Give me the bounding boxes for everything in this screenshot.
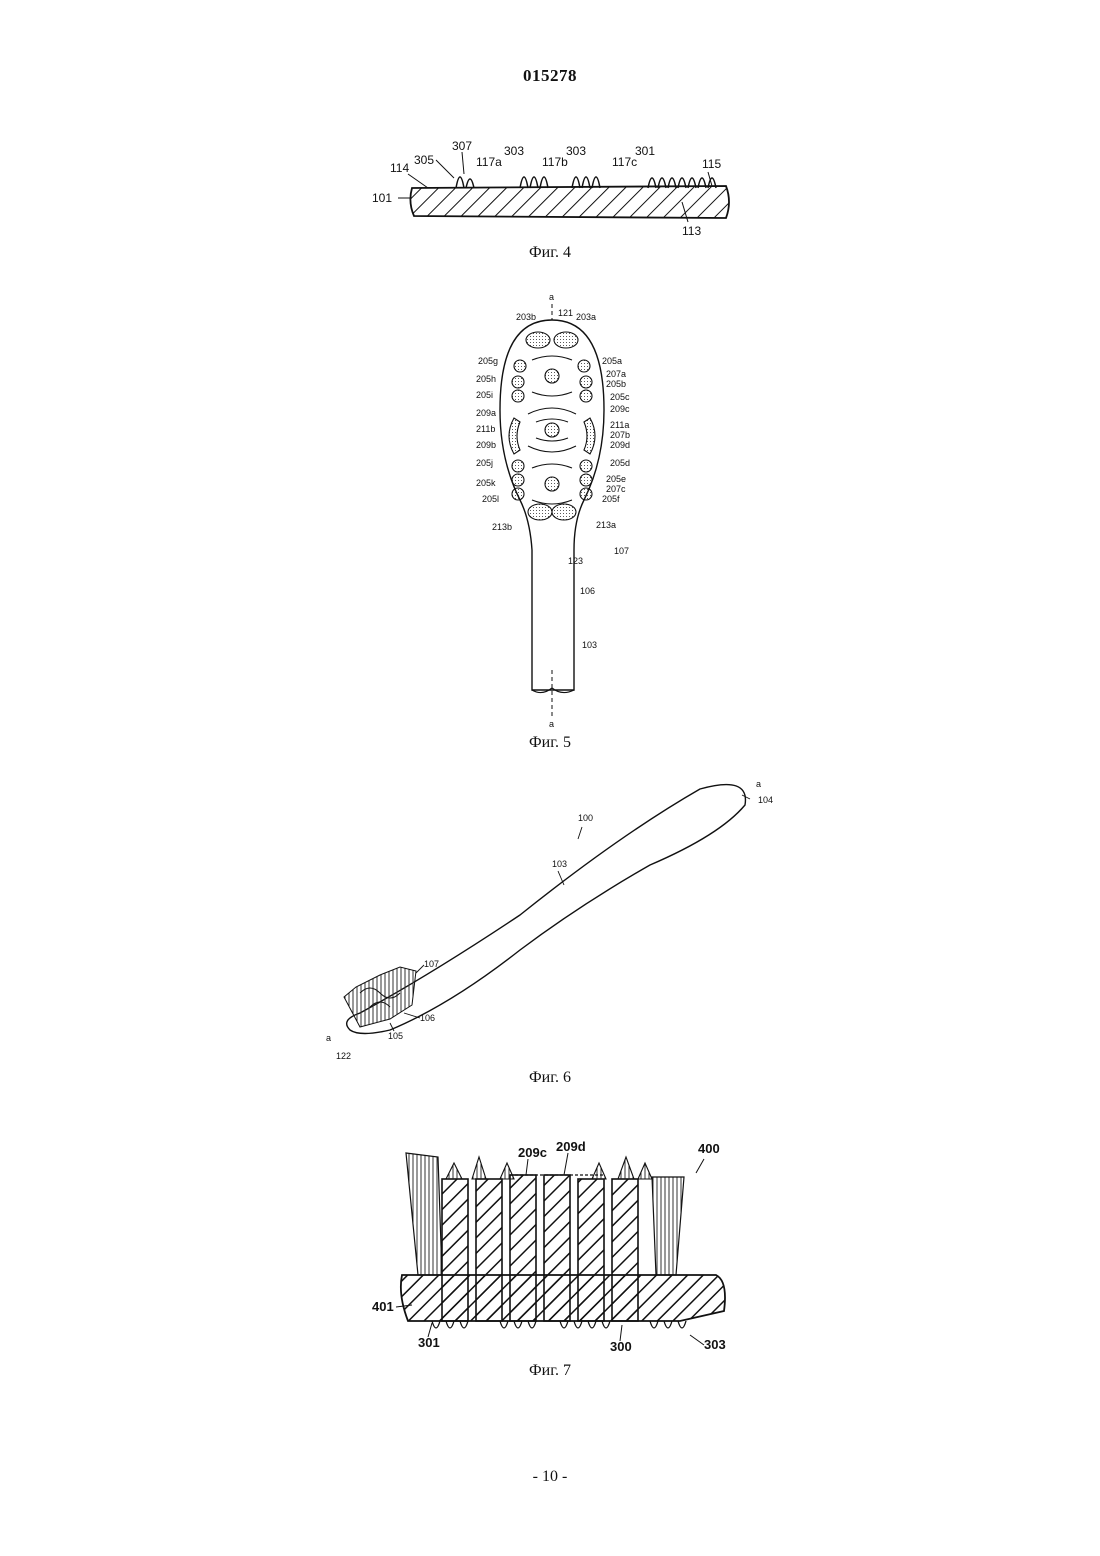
page-number: - 10 - bbox=[0, 1468, 1100, 1486]
fig5-label-205f: 205f bbox=[602, 494, 620, 504]
fig6-bristle-head bbox=[344, 967, 416, 1027]
fig5-label-203a: 203a bbox=[576, 312, 596, 322]
fig6-label-107: 107 bbox=[424, 959, 439, 969]
fig7-label-400: 400 bbox=[698, 1141, 720, 1156]
fig5-label-205a: 205a bbox=[602, 356, 622, 366]
fig5-label-205c: 205c bbox=[610, 392, 630, 402]
fig7-label-209d: 209d bbox=[556, 1139, 586, 1154]
fig5-label-205g: 205g bbox=[478, 356, 498, 366]
fig6-label-122: 122 bbox=[336, 1051, 351, 1061]
fig7-label-303: 303 bbox=[704, 1337, 726, 1352]
fig5-label-211b: 211b bbox=[476, 424, 495, 434]
fig5-label-205e: 205e bbox=[606, 474, 626, 484]
fig5-label-211a: 211a bbox=[610, 420, 629, 430]
figure-7-caption: Фиг. 7 bbox=[0, 1362, 1100, 1380]
fig4-label-305: 305 bbox=[414, 153, 434, 167]
fig4-label-303a: 303 bbox=[504, 144, 524, 158]
fig5-label-209c: 209c bbox=[610, 404, 630, 414]
figure-6-caption: Фиг. 6 bbox=[0, 1069, 1100, 1087]
fig7-label-401: 401 bbox=[372, 1299, 394, 1314]
fig5-label-209b: 209b bbox=[476, 440, 496, 450]
fig4-label-113: 113 bbox=[682, 224, 701, 238]
fig5-label-203b: 203b bbox=[516, 312, 536, 322]
fig6-label-a-bottom: a bbox=[326, 1033, 331, 1043]
document-number: 015278 bbox=[0, 66, 1100, 86]
fig5-label-207c: 207c bbox=[606, 484, 626, 494]
fig4-base-plate bbox=[410, 186, 729, 218]
fig7-label-300: 300 bbox=[610, 1339, 632, 1354]
fig5-label-103: 103 bbox=[582, 640, 597, 650]
figure-6-drawing: a 104 100 103 107 106 105 a 122 bbox=[320, 775, 780, 1065]
fig6-label-104: 104 bbox=[758, 795, 773, 805]
fig5-label-121: 121 bbox=[558, 308, 573, 318]
fig4-label-303b: 303 bbox=[566, 144, 586, 158]
fig6-label-a-top: a bbox=[756, 779, 761, 789]
fig7-left-bristle-bundle bbox=[406, 1153, 442, 1275]
fig7-right-bristle-bundle bbox=[652, 1177, 684, 1275]
fig7-loops bbox=[432, 1321, 686, 1328]
figure-5-caption: Фиг. 5 bbox=[0, 734, 1100, 752]
fig5-label-a-top: a bbox=[549, 292, 554, 302]
figure-7-drawing: 209c 209d 400 401 301 300 303 bbox=[360, 1135, 740, 1360]
fig4-label-117a: 117a bbox=[476, 155, 502, 169]
fig4-label-117c: 117c bbox=[612, 155, 637, 169]
fig5-label-107: 107 bbox=[614, 546, 629, 556]
figure-4-drawing: 307 305 114 117a 303 117b 303 117c 301 1… bbox=[360, 130, 760, 245]
fig7-label-209c: 209c bbox=[518, 1145, 547, 1160]
fig6-label-106: 106 bbox=[420, 1013, 435, 1023]
fig5-label-205b: 205b bbox=[606, 379, 626, 389]
fig4-label-114: 114 bbox=[390, 161, 409, 175]
fig4-label-301: 301 bbox=[635, 144, 655, 158]
figure-5-drawing: a 121 203b 203a 205g 205a 205h 207a 205b… bbox=[460, 290, 650, 730]
fig4-label-307: 307 bbox=[452, 139, 472, 153]
fig5-label-213b: 213b bbox=[492, 522, 512, 532]
fig5-label-205j: 205j bbox=[476, 458, 493, 468]
fig5-label-205h: 205h bbox=[476, 374, 496, 384]
fig4-label-117b: 117b bbox=[542, 155, 568, 169]
fig5-label-123: 123 bbox=[568, 556, 583, 566]
fig7-label-301: 301 bbox=[418, 1335, 440, 1350]
fig4-label-115: 115 bbox=[702, 157, 721, 171]
fig5-label-207a: 207a bbox=[606, 369, 626, 379]
fig5-label-213a: 213a bbox=[596, 520, 616, 530]
fig5-label-a-bottom: a bbox=[549, 719, 554, 729]
fig6-label-105: 105 bbox=[388, 1031, 403, 1041]
fig5-label-205k: 205k bbox=[476, 478, 496, 488]
figure-4-caption: Фиг. 4 bbox=[0, 244, 1100, 262]
fig5-label-106: 106 bbox=[580, 586, 595, 596]
fig5-label-209d: 209d bbox=[610, 440, 630, 450]
fig4-label-101: 101 bbox=[372, 191, 392, 205]
fig5-label-209a: 209a bbox=[476, 408, 496, 418]
fig5-label-205l: 205l bbox=[482, 494, 499, 504]
fig6-label-100: 100 bbox=[578, 813, 593, 823]
fig6-label-103: 103 bbox=[552, 859, 567, 869]
fig5-label-205d: 205d bbox=[610, 458, 630, 468]
fig5-label-207b: 207b bbox=[610, 430, 630, 440]
fig5-tufts bbox=[509, 332, 595, 520]
fig5-label-205i: 205i bbox=[476, 390, 493, 400]
